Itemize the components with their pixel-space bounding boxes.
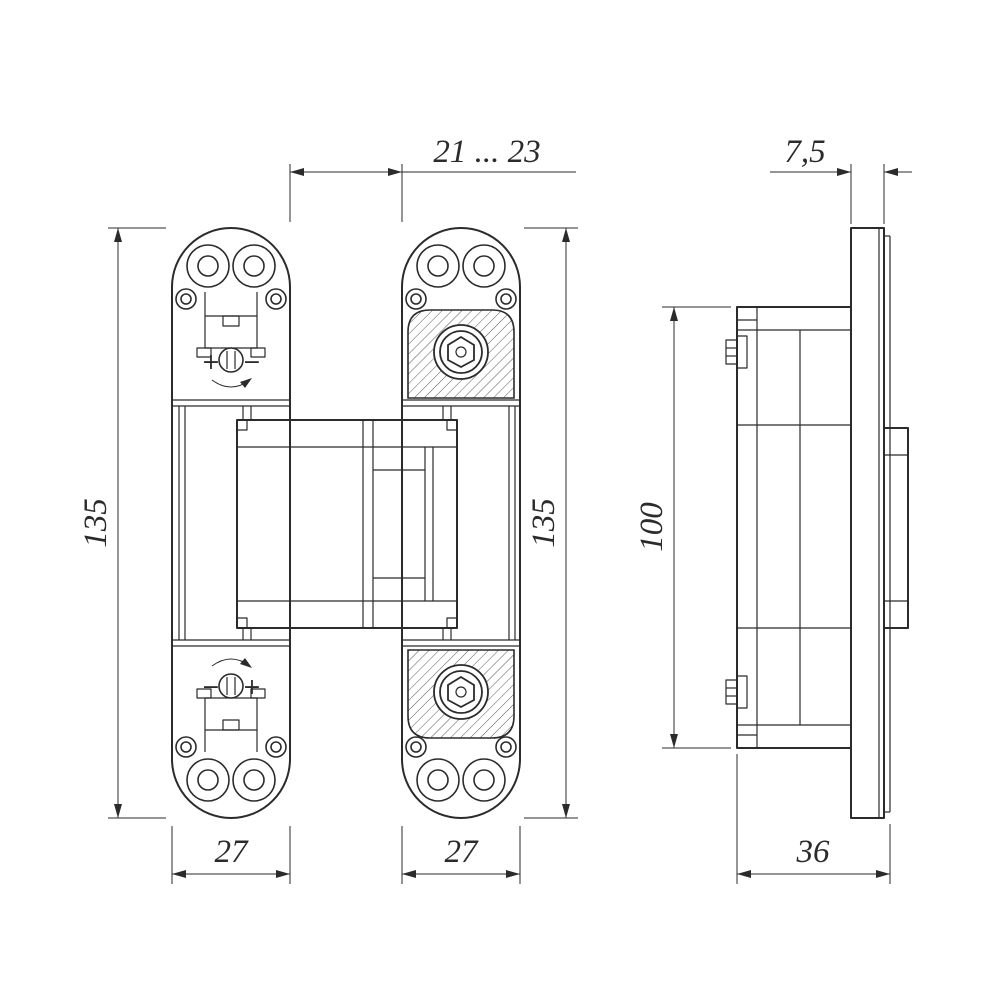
adjuster-tab bbox=[250, 688, 266, 699]
pin-hole-inner bbox=[410, 741, 422, 753]
dim-height-right-label: 135 bbox=[526, 498, 562, 548]
adjustment-screw bbox=[218, 673, 244, 699]
dim-width-left-label: 27 bbox=[215, 834, 250, 870]
dim-arrow bbox=[506, 870, 520, 878]
dim-height-right: 135 bbox=[524, 227, 578, 819]
dim-arrow bbox=[172, 870, 186, 878]
dim-height-left: 135 bbox=[78, 227, 166, 819]
adjuster-tab bbox=[250, 347, 266, 358]
dim-plate-gap: 21 ... 23 bbox=[289, 134, 576, 222]
rotation-arrowhead bbox=[240, 658, 252, 668]
dim-arrow bbox=[670, 734, 678, 748]
dim-arrow bbox=[884, 168, 898, 176]
right-plate-screw-holes bbox=[405, 244, 517, 802]
bottom-adjuster: − + bbox=[196, 658, 266, 752]
adjuster-tab bbox=[196, 347, 212, 358]
side-body-details bbox=[737, 307, 851, 748]
adjuster-tab bbox=[196, 688, 212, 699]
screw-hole-inner bbox=[197, 769, 219, 791]
side-plate-flange bbox=[884, 235, 891, 813]
screw-hole-inner bbox=[427, 255, 449, 277]
screw-hole-inner bbox=[197, 255, 219, 277]
side-knuckle bbox=[883, 427, 909, 629]
dim-arrow bbox=[876, 870, 890, 878]
screw-hole-inner bbox=[243, 769, 265, 791]
left-plate-outline bbox=[171, 227, 291, 819]
dim-arrow bbox=[562, 804, 570, 818]
dim-arrow bbox=[276, 870, 290, 878]
dim-arrow bbox=[388, 168, 402, 176]
pin-hole-inner bbox=[270, 741, 282, 753]
pin-hole-inner bbox=[500, 741, 512, 753]
top-bolt-pocket bbox=[407, 309, 515, 399]
screw-washer bbox=[736, 675, 748, 709]
dim-arrow bbox=[737, 870, 751, 878]
dim-arrow bbox=[290, 168, 304, 176]
adjust-minus-label: − bbox=[243, 350, 261, 375]
dim-arrow bbox=[114, 228, 122, 242]
bottom-bolt-pocket bbox=[407, 649, 515, 739]
dim-arrow bbox=[670, 307, 678, 321]
side-body bbox=[736, 306, 852, 749]
top-adjuster: + − bbox=[196, 292, 266, 388]
pin-hole-inner bbox=[500, 293, 512, 305]
screw-nut bbox=[725, 679, 738, 705]
right-plate bbox=[401, 227, 521, 819]
adjust-plus-label: + bbox=[243, 675, 261, 700]
screw-hole-inner bbox=[473, 255, 495, 277]
dim-plate-gap-label: 21 ... 23 bbox=[433, 134, 540, 170]
dim-side-depth: 36 bbox=[736, 754, 891, 884]
pin-hole-inner bbox=[180, 293, 192, 305]
right-plate-detail-lines bbox=[402, 399, 520, 647]
pin-hole-inner bbox=[270, 293, 282, 305]
dim-arrow bbox=[562, 228, 570, 242]
pin-hole-inner bbox=[410, 293, 422, 305]
dim-width-left: 27 bbox=[171, 826, 291, 884]
dim-height-left-label: 135 bbox=[78, 498, 114, 548]
dim-arrow bbox=[402, 870, 416, 878]
screw-hole-inner bbox=[243, 255, 265, 277]
center-block bbox=[236, 406, 458, 640]
right-plate-outline bbox=[401, 227, 521, 819]
block-corner-cap bbox=[236, 419, 248, 431]
left-plate-detail-lines bbox=[172, 399, 290, 647]
hex-socket bbox=[447, 675, 475, 709]
adjuster-notch bbox=[222, 719, 240, 731]
adjuster-housing bbox=[204, 315, 258, 349]
dim-arrow bbox=[837, 168, 851, 176]
dim-body-height: 100 bbox=[634, 306, 731, 749]
dim-arrow bbox=[114, 804, 122, 818]
side-screw-top bbox=[725, 335, 748, 369]
left-plate: + − − + bbox=[171, 227, 291, 819]
hex-socket bbox=[447, 335, 475, 369]
block-corner-cap bbox=[446, 419, 458, 431]
screw-hole-inner bbox=[473, 769, 495, 791]
adjustment-screw bbox=[218, 347, 244, 373]
block-outline bbox=[236, 419, 458, 629]
dim-width-right: 27 bbox=[401, 826, 521, 884]
pin-hole-inner bbox=[180, 741, 192, 753]
adjuster-housing bbox=[204, 697, 258, 731]
socket-center bbox=[455, 686, 467, 698]
dim-plate-thickness: 7,5 bbox=[770, 134, 912, 224]
screw-nut bbox=[725, 339, 738, 365]
screw-hole-inner bbox=[427, 769, 449, 791]
socket-center bbox=[455, 346, 467, 358]
adjust-plus-label: + bbox=[202, 350, 220, 375]
dim-width-right-label: 27 bbox=[445, 834, 480, 870]
dim-side-depth-label: 36 bbox=[796, 834, 831, 870]
dim-body-height-label: 100 bbox=[634, 502, 670, 552]
left-plate-screw-holes bbox=[175, 244, 287, 802]
adjuster-notch bbox=[222, 315, 240, 327]
adjust-minus-label: − bbox=[202, 675, 220, 700]
dimensions: 21 ... 23 7,5 135 135 bbox=[78, 134, 912, 884]
side-screw-bottom bbox=[725, 675, 748, 709]
rotation-arrowhead bbox=[240, 378, 252, 388]
side-view bbox=[725, 227, 909, 819]
dim-plate-thickness-label: 7,5 bbox=[784, 134, 825, 170]
block-corner-cap bbox=[446, 617, 458, 629]
block-corner-cap bbox=[236, 617, 248, 629]
screw-washer bbox=[736, 335, 748, 369]
